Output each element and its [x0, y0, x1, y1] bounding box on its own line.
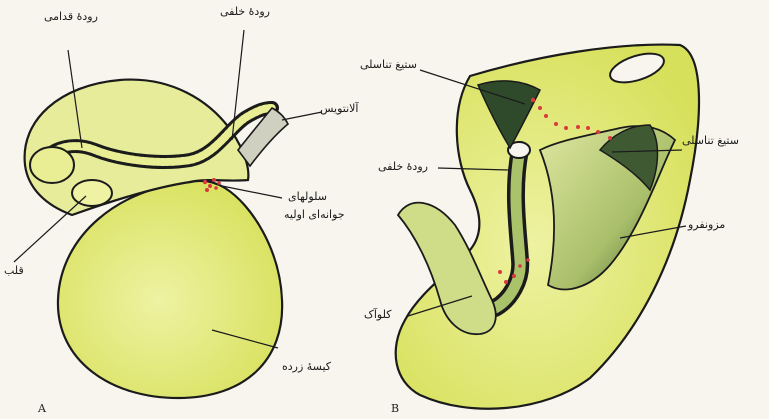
label-hindgut-a: رودهٔ خلفی — [220, 5, 270, 19]
label-germ-cells-line1: سلولهای — [288, 190, 327, 204]
label-mesonephros: مزونفرو — [688, 218, 725, 232]
panel-b-figure — [396, 45, 699, 409]
label-germ-cells-line2: جوانه‌ای اولیه — [284, 208, 345, 222]
label-hindgut-b: رودهٔ خلفی — [378, 160, 428, 174]
label-genital-ridge-right: ستیغ تناسلی — [682, 134, 739, 148]
panel-b-letter: B — [391, 402, 399, 415]
label-foregut: رودهٔ قدامی — [44, 10, 98, 24]
yolk-sac-shape — [58, 181, 282, 398]
panel-a-figure — [14, 30, 322, 398]
label-allantois: آلانتویس — [320, 102, 358, 116]
panel-a-letter: A — [38, 402, 46, 415]
label-genital-ridge-left: ستیغ تناسلی — [360, 58, 417, 72]
embryo-head — [30, 147, 74, 183]
heart-shape — [72, 180, 112, 206]
label-cloaca: کلوآک — [364, 308, 391, 322]
label-heart: قلب — [4, 264, 24, 278]
label-yolk-sac: کیسهٔ زرده — [282, 360, 331, 374]
